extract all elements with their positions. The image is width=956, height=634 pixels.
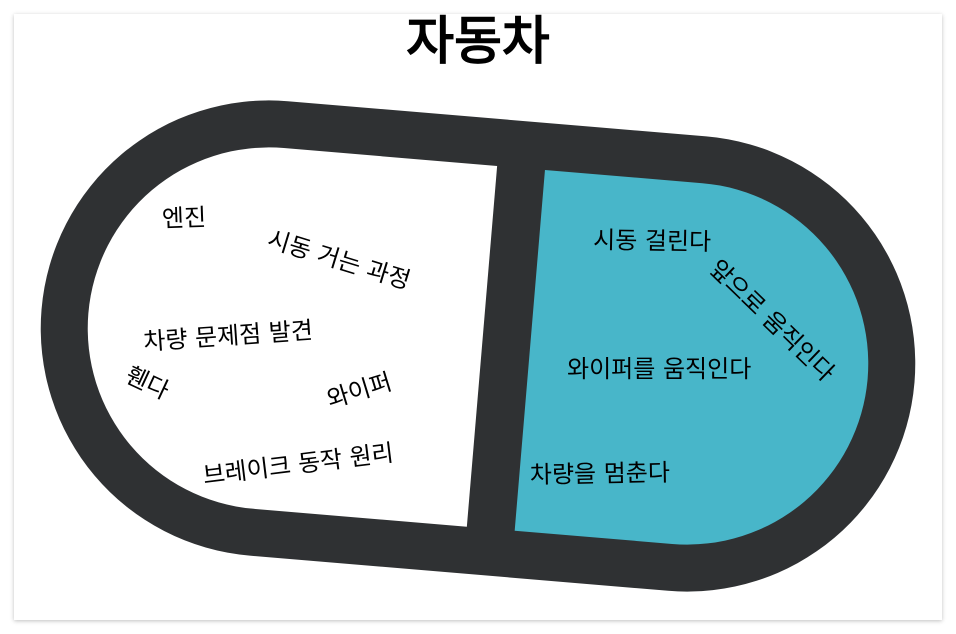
capsule-group [40, 100, 916, 592]
capsule-right-half [514, 169, 869, 545]
diagram-title: 자동차 [406, 12, 550, 72]
capsule-left-half [87, 147, 498, 527]
left-item-engine: 엔진 [162, 203, 207, 233]
right-item-stops-vehicle: 차량을 멈춘다 [530, 459, 671, 489]
right-item-moves-wiper: 와이퍼를 움직인다 [567, 355, 751, 383]
right-item-started: 시동 걸린다 [593, 226, 712, 256]
